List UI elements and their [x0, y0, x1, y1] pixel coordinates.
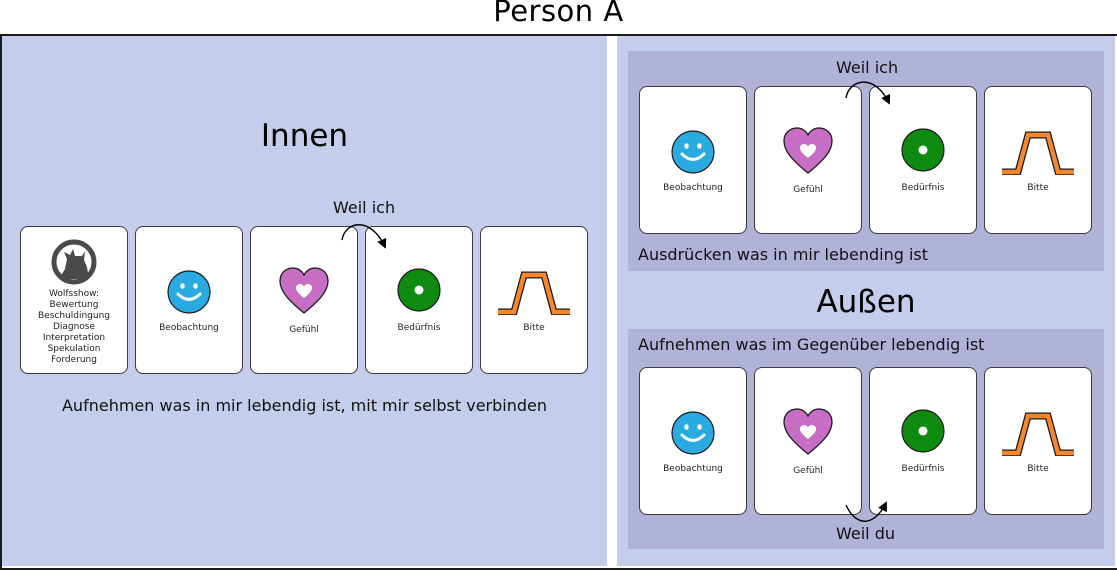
- wolfsshow-card: Wolfsshow: Bewertung Beschuldingung Diag…: [20, 226, 128, 374]
- card-label: Bedürfnis: [901, 464, 945, 474]
- request-bracket-icon: [1000, 129, 1076, 175]
- person-title: Person A: [493, 0, 624, 28]
- wolf-line: Spekulation: [47, 344, 101, 354]
- need-circle-icon: [900, 408, 946, 454]
- beobachtung-card: Beobachtung: [639, 367, 747, 515]
- wolf-line: Forderung: [51, 355, 97, 365]
- card-label: Beobachtung: [159, 323, 219, 333]
- card-label: Bitte: [1027, 183, 1049, 193]
- beobachtung-card: Beobachtung: [135, 226, 243, 374]
- card-label: Bitte: [1027, 464, 1049, 474]
- curved-arrow: [845, 81, 891, 105]
- heart-icon: [782, 408, 834, 456]
- wolf-line: Diagnose: [52, 322, 96, 332]
- card-label: Gefühl: [793, 466, 823, 476]
- gefuehl-card: Gefühl: [754, 367, 862, 515]
- innen-footer: Aufnehmen was in mir lebendig ist, mit m…: [61, 396, 547, 415]
- curved-arrow: [845, 501, 887, 522]
- heart-icon: [278, 267, 330, 315]
- smiley-icon: [670, 129, 716, 175]
- beduerfnis-card: Bedürfnis: [365, 226, 473, 374]
- wolf-line: Beschuldingung: [37, 311, 110, 321]
- gefuehl-card: Gefühl: [754, 86, 862, 234]
- smiley-icon: [670, 410, 716, 456]
- smiley-icon: [166, 269, 212, 315]
- aufnehmen-caption: Aufnehmen was im Gegenüber lebendig ist: [638, 335, 985, 354]
- weil-du-label: Weil du: [836, 524, 895, 543]
- beduerfnis-card: Bedürfnis: [869, 367, 977, 515]
- request-bracket-icon: [1000, 410, 1076, 456]
- bitte-card: Bitte: [984, 86, 1092, 234]
- card-label: Bedürfnis: [901, 183, 945, 193]
- wolf-line: Wolfsshow:: [48, 289, 100, 299]
- beduerfnis-card: Bedürfnis: [869, 86, 977, 234]
- aussen-heading: Außen: [816, 284, 916, 320]
- card-label: Bitte: [523, 323, 545, 333]
- need-circle-icon: [396, 267, 442, 313]
- card-label: Gefühl: [289, 325, 319, 335]
- weil-ich-label: Weil ich: [333, 198, 396, 217]
- aufnehmen-band: Aufnehmen was im Gegenüber lebendig ist …: [628, 329, 1104, 549]
- card-label: Beobachtung: [663, 183, 723, 193]
- wolf-line: Interpretation: [42, 333, 106, 343]
- ausdruecken-band: Weil ich Beobachtung Gefühl Bedürfnis Bi…: [628, 51, 1104, 271]
- card-label: Gefühl: [793, 185, 823, 195]
- request-bracket-icon: [496, 269, 572, 315]
- weil-ich-label: Weil ich: [836, 58, 899, 77]
- beobachtung-card: Beobachtung: [639, 86, 747, 234]
- ausdruecken-caption: Ausdrücken was in mir lebending ist: [638, 245, 929, 264]
- innen-heading: Innen: [260, 118, 349, 154]
- aussen-panel: Weil ich Beobachtung Gefühl Bedürfnis Bi…: [617, 36, 1115, 566]
- bitte-card: Bitte: [984, 367, 1092, 515]
- bitte-card: Bitte: [480, 226, 588, 374]
- wolf-icon: [51, 239, 97, 285]
- wolf-line: Bewertung: [49, 300, 99, 310]
- innen-panel: Innen Weil ich Wolfsshow: Bewertung Besc…: [2, 36, 607, 566]
- wolfsshow-text: Wolfsshow: Bewertung Beschuldingung Diag…: [21, 289, 127, 366]
- curved-arrow: [341, 224, 387, 249]
- card-label: Beobachtung: [663, 464, 723, 474]
- card-label: Bedürfnis: [397, 323, 441, 333]
- gefuehl-card: Gefühl: [250, 226, 358, 374]
- need-circle-icon: [900, 127, 946, 173]
- heart-icon: [782, 127, 834, 175]
